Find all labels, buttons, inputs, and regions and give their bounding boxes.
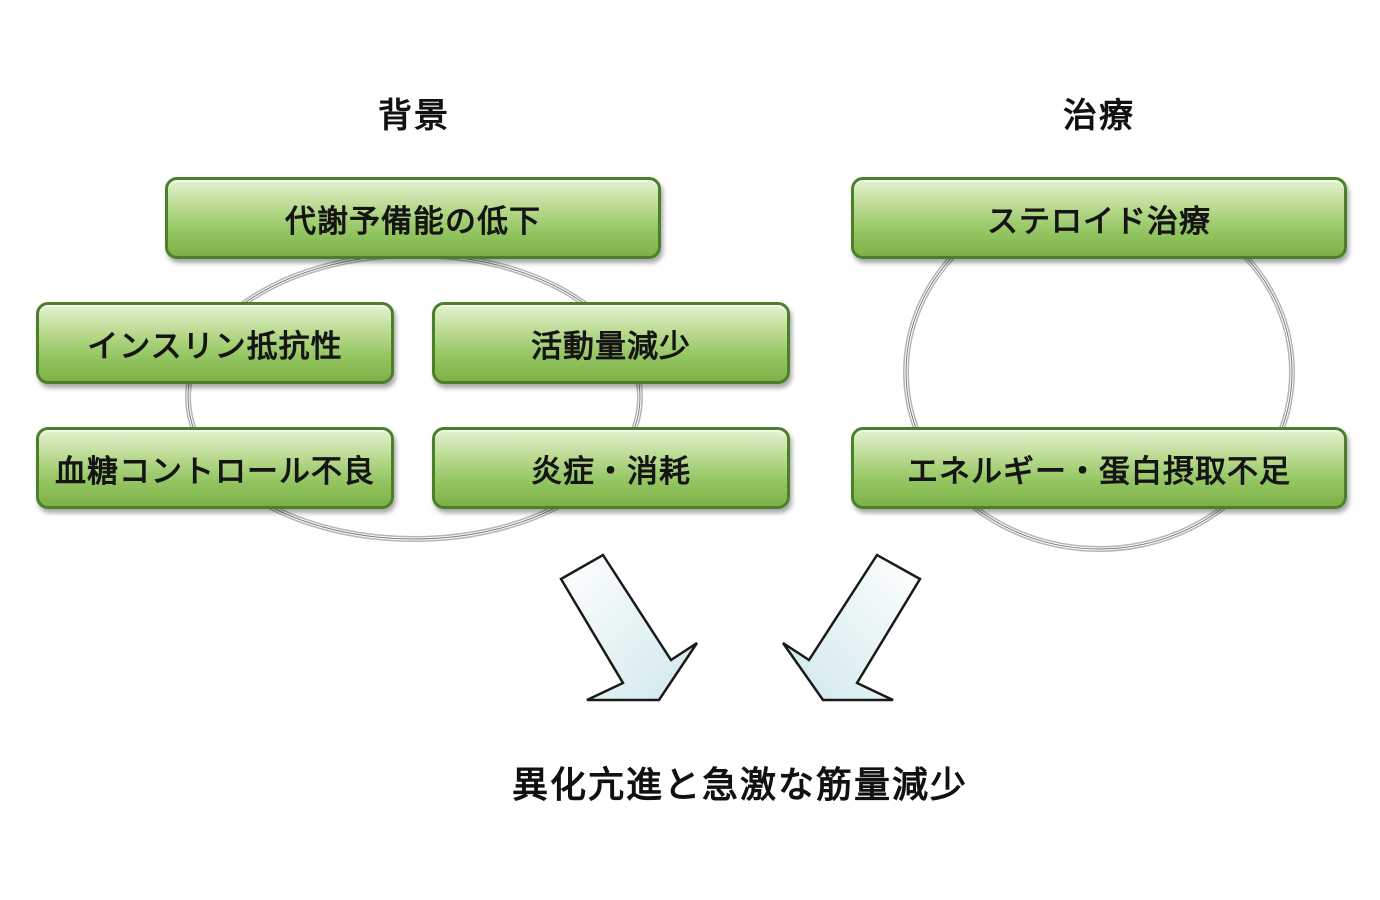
background-heading: 背景 xyxy=(378,96,450,136)
left-down-arrow-icon xyxy=(559,553,699,702)
box-insulin-resistance: インスリン抵抗性 xyxy=(36,302,394,384)
box-metabolic-reserve-decline: 代謝予備能の低下 xyxy=(165,177,661,259)
box-inflammation-wasting: 炎症・消耗 xyxy=(432,427,790,509)
treatment-heading: 治療 xyxy=(1063,96,1135,136)
box-poor-glycemic-control: 血糖コントロール不良 xyxy=(36,427,394,509)
right-down-arrow-icon xyxy=(781,553,922,702)
result-text: 異化亢進と急激な筋量減少 xyxy=(511,765,968,806)
box-activity-decrease: 活動量減少 xyxy=(432,302,790,384)
box-steroid-treatment: ステロイド治療 xyxy=(851,177,1347,259)
box-energy-protein-deficit: エネルギー・蛋白摂取不足 xyxy=(851,427,1347,509)
